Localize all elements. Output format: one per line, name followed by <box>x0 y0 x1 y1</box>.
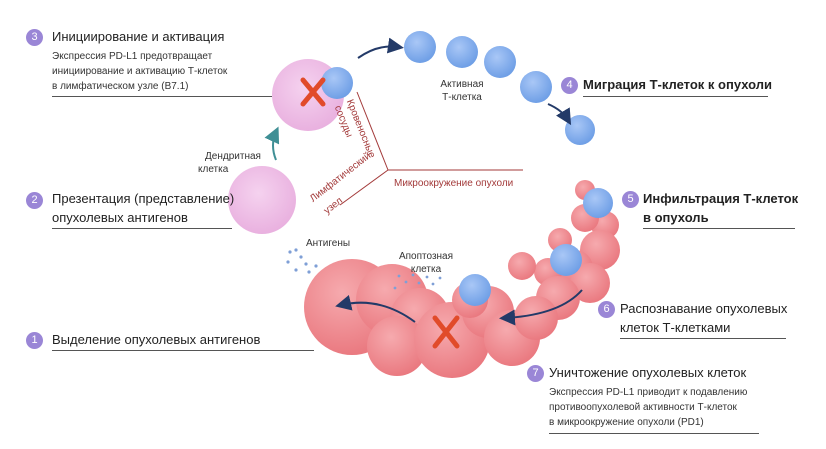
step-2-title-1: Презентация (представление) <box>52 191 235 206</box>
step-2-rule <box>52 228 232 229</box>
antigen-dots <box>286 248 442 290</box>
zone-divider-lines <box>339 91 523 206</box>
label-active-1: Активная <box>440 79 484 90</box>
zone-tumor-micro: Микроокружение опухоли <box>394 178 514 189</box>
step-6-title-1: Распознавание опухолевых <box>620 301 788 316</box>
step-5-rule <box>643 228 795 229</box>
step-7-rule <box>549 433 759 434</box>
tcell-infiltrating <box>583 188 613 218</box>
step-1-title: Выделение опухолевых антигенов <box>52 332 261 347</box>
step-3-rule <box>52 96 272 97</box>
label-dendritic-2: клетка <box>198 164 229 175</box>
step-7-badge: 7 <box>527 365 544 382</box>
step-7-desc-1: Экспрессия PD-L1 приводит к подавлению <box>549 387 748 398</box>
step-7-title: Уничтожение опухолевых клеток <box>549 365 747 380</box>
step-1-rule <box>52 350 314 351</box>
step-5-title-2: в опухоль <box>643 210 709 225</box>
step-4-title: Миграция Т-клеток к опухоли <box>583 77 772 92</box>
step-6-rule <box>620 338 786 339</box>
label-dendritic-1: Дендритная <box>205 151 261 162</box>
step-6-title-2: клеток Т-клетками <box>620 320 731 335</box>
release-arrow <box>335 294 416 323</box>
migration-arrow <box>357 37 404 59</box>
recognition-arrow <box>499 289 583 326</box>
presentation-arrow <box>264 126 280 161</box>
tcell-activating <box>321 67 353 99</box>
step-3-badge: 3 <box>26 29 43 46</box>
step-4-rule <box>583 96 768 97</box>
label-apoptotic-2: клетка <box>410 264 442 275</box>
step-7-desc-3: в микроокружение опухоли (PD1) <box>549 417 704 428</box>
block-cross-icon <box>300 77 326 107</box>
tumor-mass <box>304 259 558 378</box>
step-4-badge: 4 <box>561 77 578 94</box>
tcell-recognizing <box>459 274 491 306</box>
apoptosis-cross-icon <box>432 315 460 349</box>
label-antigens: Антигены <box>305 238 351 249</box>
step-3-desc-1: Экспрессия PD-L1 предотвращает <box>52 51 213 62</box>
migrating-tcells <box>404 31 595 145</box>
step-2-badge: 2 <box>26 192 43 209</box>
step-7-desc-2: противоопухолевой активности Т-клеток <box>549 402 737 413</box>
migration-arrow-2 <box>547 103 572 126</box>
label-active-2: Т-клетка <box>442 92 482 103</box>
step-6-badge: 6 <box>598 301 615 318</box>
label-apoptotic-1: Апоптозная <box>398 251 454 262</box>
step-2-title-2: опухолевых антигенов <box>52 210 188 225</box>
step-3-desc-3: в лимфатическом узле (B7.1) <box>52 81 189 92</box>
step-3-desc-2: инициирование и активацию Т-клеток <box>52 66 228 77</box>
step-5-badge: 5 <box>622 191 639 208</box>
dendritic-cell-presenting <box>228 166 296 234</box>
step-1-badge: 1 <box>26 332 43 349</box>
step-5-title-1: Инфильтрация Т-клеток <box>643 191 799 206</box>
tcell-infiltrating-2 <box>550 244 582 276</box>
step-3-title: Инициирование и активация <box>52 29 225 44</box>
